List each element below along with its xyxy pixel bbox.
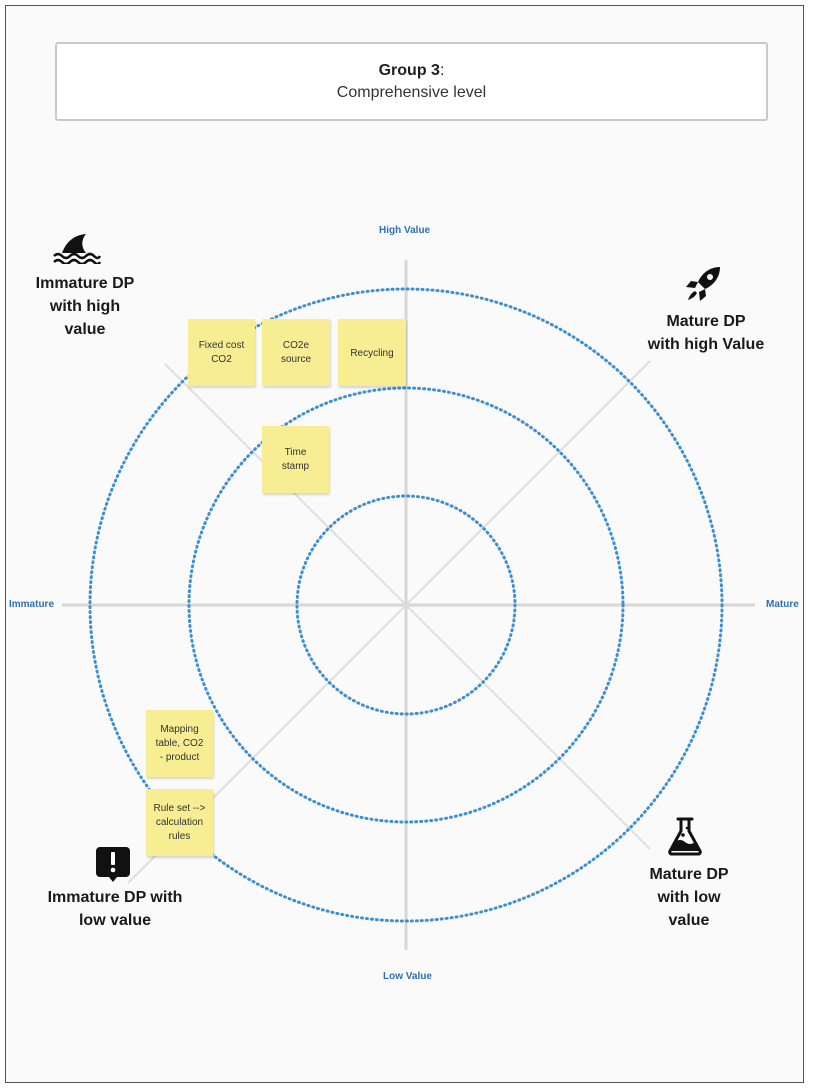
inner-ring xyxy=(295,494,517,716)
quadrant-label-immature-high: Immature DP with high value xyxy=(35,275,135,338)
outer-ring xyxy=(88,287,724,923)
shark-fin-icon xyxy=(53,234,102,264)
group-title: Group 3: xyxy=(378,62,445,79)
middle-ring xyxy=(187,386,625,824)
axis-label-bottom: Low Value xyxy=(383,971,432,982)
flask-icon xyxy=(668,817,702,856)
level-subtitle: Comprehensive level xyxy=(336,84,487,101)
quadrant-label-immature-low: Immature DP with low value xyxy=(47,889,183,929)
title-card[interactable]: Group 3: Comprehensive level xyxy=(55,42,768,121)
diagonal-axis-tr-bl xyxy=(127,360,651,884)
axis-label-top: High Value xyxy=(379,225,431,236)
diagonal-axis-tl-br xyxy=(164,363,651,850)
axis-label-right: Mature xyxy=(766,599,799,610)
rocket-icon xyxy=(686,267,720,301)
sticky-note-recycling[interactable]: Recycling xyxy=(338,319,406,386)
quadrant-label-mature-low: Mature DP with low value xyxy=(649,866,729,929)
quadrant-label-mature-high: Mature DP with high Value xyxy=(647,313,765,353)
exclamation-icon xyxy=(96,847,130,882)
axis-label-left: Immature xyxy=(9,599,55,610)
